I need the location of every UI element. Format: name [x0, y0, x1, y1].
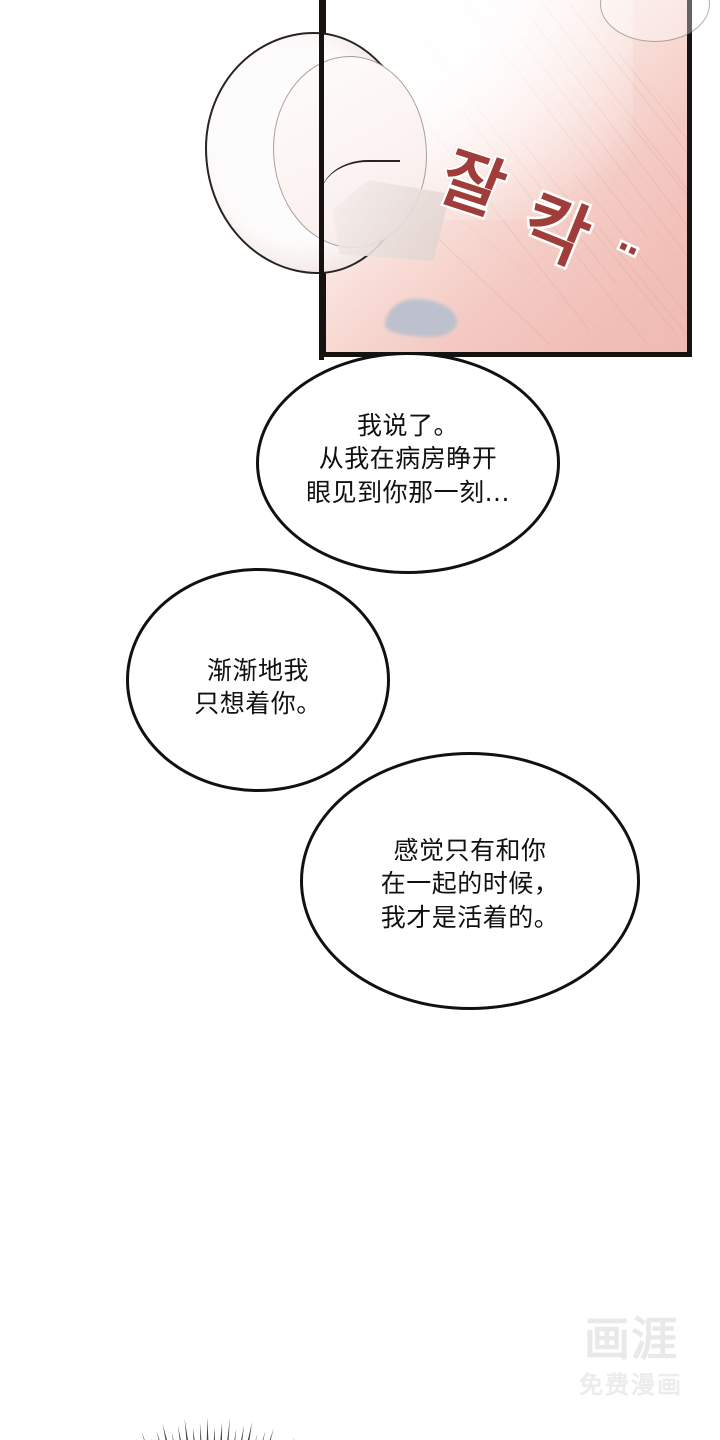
eyelash-burst-svg	[136, 1417, 295, 1440]
speech-bubble-2-text: 渐渐地我 只想着你。	[194, 655, 322, 719]
watermark-logo-text: 画涯	[584, 1312, 678, 1366]
eyelash-burst-art	[46, 1382, 376, 1440]
speech-bubble-1: 我说了。 从我在病房睁开 眼见到你那一刻...	[256, 352, 560, 574]
site-watermark: 画涯 免费漫画	[556, 1316, 706, 1400]
panel-gutter-line	[319, 0, 324, 360]
speech-bubble-2: 渐渐地我 只想着你。	[126, 568, 390, 792]
speech-bubble-3-text: 感觉只有和你 在一起的时候， 我才是活着的。	[380, 835, 560, 932]
watermark-subtitle: 免费漫画	[579, 1370, 683, 1399]
hair-shadow-blob	[385, 299, 457, 337]
speech-bubble-3: 感觉只有和你 在一起的时候， 我才是活着的。	[300, 752, 640, 1010]
speech-bubble-1-text: 我说了。 从我在病房睁开 眼见到你那一刻...	[306, 410, 510, 507]
jawline-stroke	[320, 160, 400, 222]
